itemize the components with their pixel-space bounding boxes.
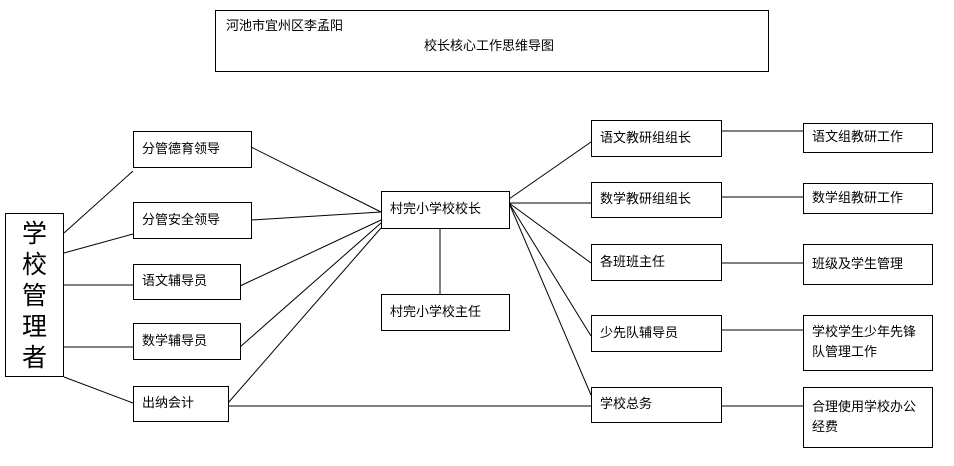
connector-root-deyu <box>63 170 134 234</box>
node-label: 语文辅导员 <box>142 274 208 289</box>
connector-principal-shaoxiandui <box>508 202 592 337</box>
node-label: 少先队辅导员 <box>600 325 679 341</box>
node-general-affairs: 学校总务 <box>591 387 722 423</box>
connector-principal-zongwu <box>508 202 592 396</box>
connector-yuwen-principal <box>239 219 382 287</box>
node-label: 语文教研组组长 <box>600 130 692 146</box>
connector-shuxue-principal <box>239 222 382 348</box>
node-label: 分管安全领导 <box>142 212 221 228</box>
title-box: 河池市宜州区李孟阳 校长核心工作思维导图 <box>215 10 769 72</box>
connector-principal-banzhuren <box>508 202 592 264</box>
connector-root-anquan <box>63 233 134 254</box>
node-yuwen-group-leader: 语文教研组组长 <box>591 120 722 157</box>
root-char: 理 <box>21 311 47 341</box>
connector-principal-yuwenzu <box>508 141 592 200</box>
connector-root-chuna <box>63 376 134 404</box>
diagram-title: 校长核心工作思维导图 <box>424 39 555 54</box>
node-principal: 村完小学校校长 <box>381 191 510 229</box>
node-label: 合理使用学校办公经费 <box>812 399 917 435</box>
node-label: 学校总务 <box>600 397 653 412</box>
connector-anquan-principal <box>250 211 382 221</box>
node-yuwen-research-work: 语文组教研工作 <box>803 123 933 153</box>
node-shuxue-research-work: 数学组教研工作 <box>803 183 933 214</box>
node-shuxue-tutor: 数学辅导员 <box>133 323 241 360</box>
root-char: 管 <box>21 280 47 310</box>
node-label: 出纳会计 <box>142 396 195 411</box>
node-class-student-management: 班级及学生管理 <box>803 244 933 285</box>
node-director: 村完小学校主任 <box>381 294 510 331</box>
node-anquan-leader: 分管安全领导 <box>133 202 252 239</box>
node-young-pioneers-management: 学校学生少年先锋队管理工作 <box>803 315 933 371</box>
root-char: 校 <box>21 249 47 279</box>
root-node: 学 校 管 理 者 <box>5 213 64 377</box>
node-label: 数学辅导员 <box>142 333 208 349</box>
node-label: 村完小学校主任 <box>390 304 482 320</box>
node-label: 村完小学校校长 <box>390 202 482 217</box>
node-label: 语文组教研工作 <box>812 130 904 145</box>
connector-deyu-principal <box>250 146 382 213</box>
node-cashier-accountant: 出纳会计 <box>133 386 229 422</box>
root-char: 学 <box>21 218 47 248</box>
node-label: 班级及学生管理 <box>812 256 904 272</box>
node-shuxue-group-leader: 数学教研组组长 <box>591 182 722 218</box>
author-text: 河池市宜州区李孟阳 <box>226 19 344 34</box>
node-label: 数学组教研工作 <box>812 190 904 206</box>
node-label: 各班班主任 <box>600 254 666 270</box>
node-label: 分管德育领导 <box>142 141 221 157</box>
node-yuwen-tutor: 语文辅导员 <box>133 264 241 300</box>
node-deyu-leader: 分管德育领导 <box>133 131 252 168</box>
node-label: 学校学生少年先锋队管理工作 <box>812 325 917 360</box>
node-label: 数学教研组组长 <box>600 192 692 207</box>
node-class-teacher: 各班班主任 <box>591 244 722 281</box>
root-char: 者 <box>21 342 47 372</box>
connector-chuna-principal <box>227 227 382 404</box>
node-young-pioneers-tutor: 少先队辅导员 <box>591 315 722 352</box>
node-office-funds-usage: 合理使用学校办公经费 <box>803 387 933 448</box>
